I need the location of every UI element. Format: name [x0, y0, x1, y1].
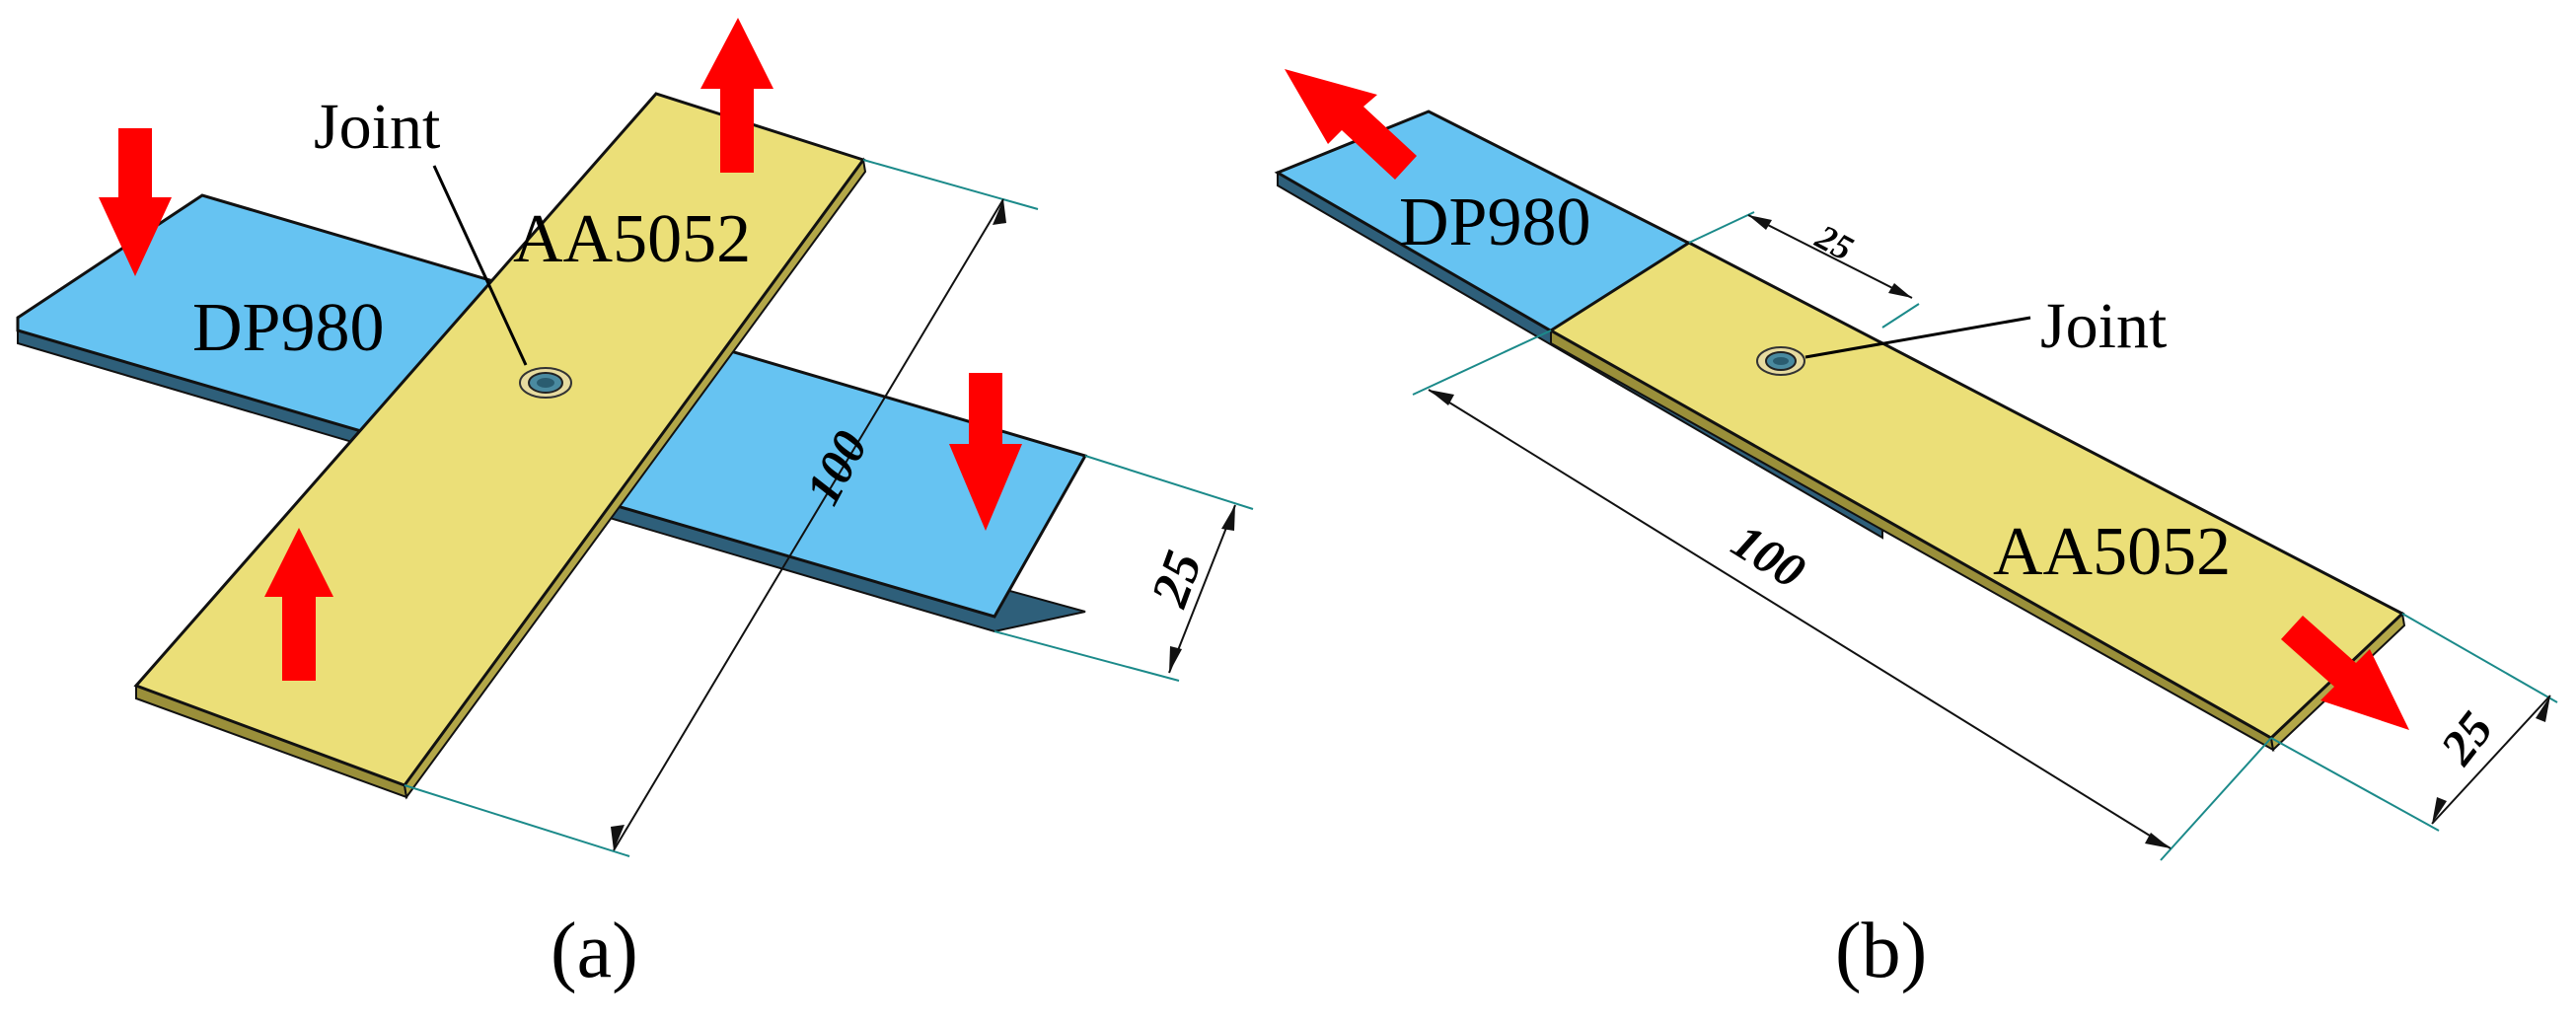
panel-a-dp980-label: DP980 — [192, 290, 384, 366]
panel-a-aa5052-label: AA5052 — [513, 201, 751, 277]
panel-b-overlap-dimension-value: 25 — [1808, 216, 1859, 268]
panel-b: DP980 Joint AA5052 25 100 25 (b) — [1274, 69, 2558, 994]
panel-b-width-dimension — [2270, 613, 2558, 832]
panel-a-caption: (a) — [551, 908, 638, 994]
panel-a-joint-label: Joint — [314, 91, 440, 163]
panel-a-joint-hole — [519, 367, 572, 399]
panel-b-dp980-label: DP980 — [1399, 184, 1590, 260]
panel-a-load-arrow-down-left — [99, 128, 172, 276]
panel-b-overlap-dimension — [1688, 211, 1920, 329]
panel-b-aa5052-sheet — [1548, 241, 2406, 753]
panel-b-load-arrow-left — [1285, 69, 1417, 180]
panel-b-length-dimension-value: 100 — [1723, 513, 1814, 599]
panel-a-length-dimension — [404, 159, 1039, 857]
panel-b-width-dimension-value: 25 — [2429, 701, 2504, 775]
panel-b-joint-label: Joint — [2040, 290, 2167, 362]
panel-a-load-arrow-up-top — [700, 18, 773, 173]
panel-b-caption: (b) — [1835, 908, 1927, 994]
panel-a-width-dimension — [994, 455, 1254, 682]
panel-a-load-arrow-down-right — [949, 373, 1022, 531]
panel-b-aa5052-label: AA5052 — [1993, 514, 2231, 590]
panel-a-load-arrow-up-bottom — [264, 528, 333, 681]
panel-a-width-dimension-value: 25 — [1140, 544, 1214, 615]
panel-b-joint-leader — [1804, 316, 2031, 359]
panel-a-aa5052-sheet — [133, 92, 867, 800]
panel-b-load-arrow-right — [2281, 616, 2409, 730]
panel-b-joint-hole — [1756, 346, 1805, 376]
panel-b-length-dimension — [1412, 329, 2272, 861]
panel-a: Joint AA5052 DP980 100 25 (a) — [16, 18, 1254, 994]
panel-a-joint-leader — [432, 165, 528, 366]
